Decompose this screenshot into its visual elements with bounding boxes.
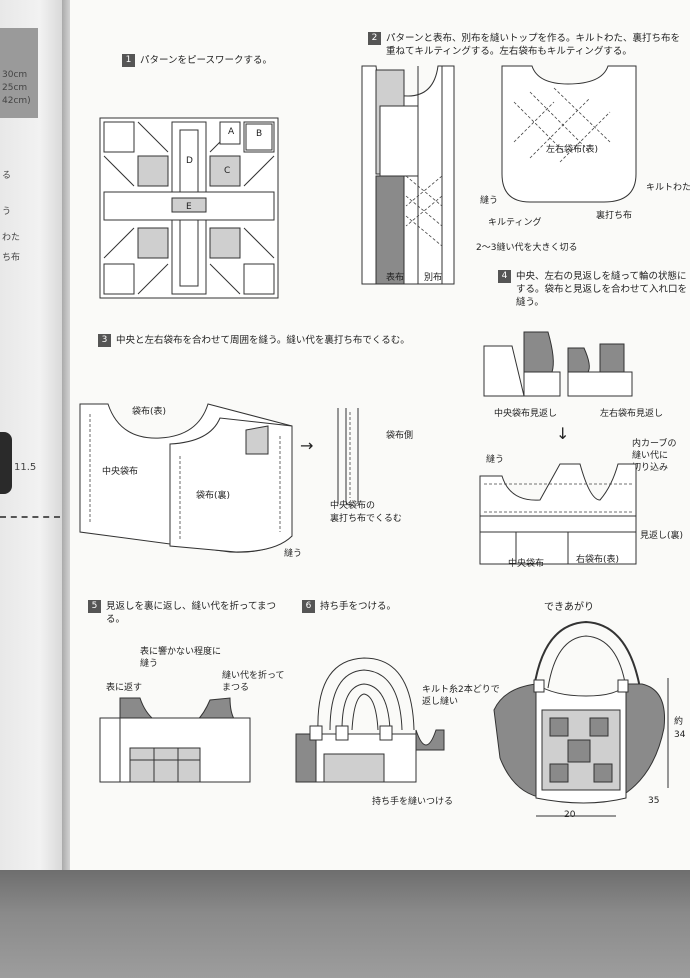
page-tab bbox=[0, 432, 12, 494]
label-seam-cut: 2〜3縫い代を大きく切る bbox=[476, 243, 578, 253]
step-2-side-bag-diagram bbox=[501, 65, 637, 203]
step-2-top-diagram bbox=[361, 65, 455, 285]
tab-number: 11.5 bbox=[14, 462, 37, 473]
dimension-width: 20 bbox=[564, 810, 576, 820]
step-number: 1 bbox=[122, 54, 135, 67]
step-number: 3 bbox=[98, 334, 111, 347]
label-quilt-wata: キルトわた bbox=[646, 183, 690, 193]
label-fukuro-side: 袋布側 bbox=[386, 431, 414, 441]
label-omote: 表布 bbox=[386, 273, 405, 283]
gutter-line-1: 30cm bbox=[2, 70, 28, 80]
block-label-b: B bbox=[256, 129, 263, 139]
label-chuo-fukuro: 中央袋布 bbox=[102, 467, 139, 477]
arrow-right-icon: → bbox=[300, 436, 314, 455]
gutter-mark-2: う bbox=[2, 207, 12, 217]
gutter-dash-line bbox=[0, 516, 60, 518]
finished-bag-illustration bbox=[493, 620, 669, 817]
label-s4-nui: 縫う bbox=[486, 455, 505, 465]
label-s3-nui: 縫う bbox=[284, 549, 303, 559]
step-4-assembled-diagram bbox=[479, 463, 637, 565]
step-1-patchwork-diagram bbox=[99, 117, 279, 299]
step-number: 5 bbox=[88, 600, 101, 613]
step-5-heading: 5 見返しを裏に返し、縫い代を折ってまつる。 bbox=[88, 600, 284, 626]
label-betsu: 別布 bbox=[424, 273, 443, 283]
gutter-mark-4: ち布 bbox=[2, 253, 21, 263]
dimension-height: 約 34 bbox=[674, 717, 686, 740]
label-fukuro-omote: 袋布(表) bbox=[132, 407, 167, 417]
gutter-line-2: 25cm bbox=[2, 83, 28, 93]
block-label-c: C bbox=[224, 166, 231, 176]
scanner-bed bbox=[0, 870, 690, 978]
step-3-bag-diagram bbox=[79, 403, 293, 553]
label-omote-hibiku: 表に響かない程度に 縫う bbox=[140, 647, 222, 669]
block-label-e: E bbox=[186, 202, 192, 212]
step-text: パターンをピースワークする。 bbox=[140, 55, 273, 66]
label-quilting: キルティング bbox=[488, 218, 542, 228]
step-number: 2 bbox=[368, 32, 381, 45]
label-chuo-mikaeshi: 中央袋布見返し bbox=[494, 409, 558, 419]
gutter-line-3: 42cm) bbox=[2, 96, 31, 106]
label-quilt-thread: キルト糸2本どりで 返し縫い bbox=[422, 685, 500, 707]
label-s5-matsuru: 縫い代を折って まつる bbox=[222, 671, 285, 693]
label-mikaeshi-ura: 見返し(裏) bbox=[640, 531, 684, 541]
step-4-facing-diagram bbox=[483, 331, 633, 397]
step-number: 6 bbox=[302, 600, 315, 613]
label-s4-chuo: 中央袋布 bbox=[508, 559, 545, 569]
label-handle-sew: 持ち手を縫いつける bbox=[372, 797, 454, 807]
step-5-diagram bbox=[99, 697, 251, 783]
label-curve-clip: 内カーブの 縫い代に 切り込み bbox=[632, 439, 677, 473]
gutter-tab bbox=[0, 28, 38, 118]
step-6-heading: 6 持ち手をつける。 bbox=[302, 600, 442, 613]
label-sayu-mikaeshi: 左右袋布見返し bbox=[600, 409, 664, 419]
finished-title: できあがり bbox=[544, 602, 594, 613]
gutter-mark-3: わた bbox=[2, 233, 21, 243]
block-label-a: A bbox=[228, 127, 235, 137]
step-4-heading: 4 中央、左右の見返しを縫って輪の状態にする。袋布と見返しを合わせて入れ口を縫う… bbox=[498, 270, 690, 309]
label-nui: 縫う bbox=[480, 196, 499, 206]
step-3-seam-detail bbox=[337, 408, 359, 505]
step-text: 見返しを裏に返し、縫い代を折ってまつる。 bbox=[106, 601, 277, 625]
step-text: 中央と左右袋布を合わせて周囲を縫う。縫い代を裏打ち布でくるむ。 bbox=[116, 335, 410, 346]
book-spine-shadow bbox=[62, 0, 72, 870]
gutter-mark-1: る bbox=[2, 171, 12, 181]
step-text: 持ち手をつける。 bbox=[320, 601, 397, 612]
step-text: パターンと表布、別布を縫いトップを作る。キルトわた、裏打ち布を重ねてキルティング… bbox=[386, 33, 681, 57]
step-2-heading: 2 パターンと表布、別布を縫いトップを作る。キルトわた、裏打ち布を重ねてキルティ… bbox=[368, 32, 688, 58]
step-3-heading: 3 中央と左右袋布を合わせて周囲を縫う。縫い代を裏打ち布でくるむ。 bbox=[98, 334, 458, 347]
dimension-depth: 35 bbox=[648, 796, 660, 806]
step-6-handle-diagram bbox=[295, 657, 445, 783]
step-1-heading: 1 パターンをピースワークする。 bbox=[122, 54, 342, 67]
label-kaesu: 表に返す bbox=[106, 683, 143, 693]
label-sayu-fukuro: 左右袋布(表) bbox=[546, 145, 599, 155]
arrow-down-icon: ↓ bbox=[556, 424, 570, 443]
step-text: 中央、左右の見返しを縫って輪の状態にする。袋布と見返しを合わせて入れ口を縫う。 bbox=[516, 271, 688, 308]
step-number: 4 bbox=[498, 270, 511, 283]
left-page-gutter bbox=[0, 0, 70, 870]
block-label-d: D bbox=[186, 156, 193, 166]
label-fukuro-ura: 袋布(裏) bbox=[196, 491, 231, 501]
label-kurumu: 中央袋布の 裏打ち布でくるむ bbox=[330, 501, 402, 524]
label-urauchi: 裏打ち布 bbox=[596, 211, 633, 221]
label-migi-fukuro: 右袋布(表) bbox=[576, 555, 620, 565]
